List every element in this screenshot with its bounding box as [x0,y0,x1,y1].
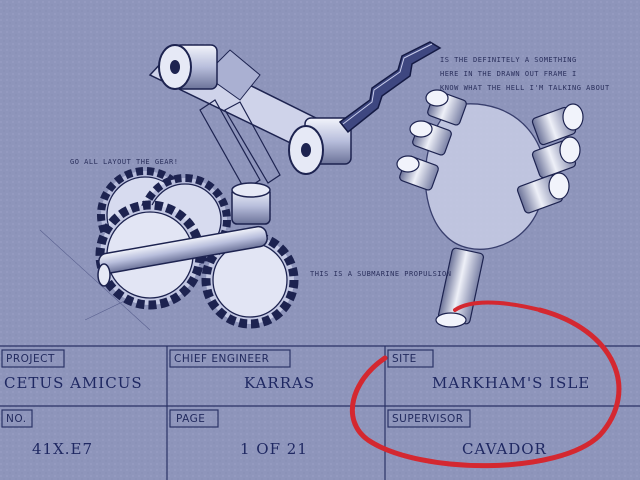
engineer-note-line-3: KNOW WHAT THE HELL I'M TALKING ABOUT [440,84,610,92]
gear-note: GO ALL LAYOUT THE GEAR! [70,158,179,166]
supervisor-value: CAVADOR [462,440,547,458]
chief-engineer-value: KARRAS [244,374,316,392]
engineer-note-line-1: IS THE DEFINITELY A SOMETHING [440,56,577,64]
supervisor-label: SUPERVISOR [392,413,464,425]
page-value: 1 OF 21 [240,440,308,458]
crankshaft-drawing [338,41,442,134]
gear-assembly-drawing [95,167,299,329]
page-label: PAGE [176,413,206,425]
project-value: CETUS AMICUS [4,374,143,392]
red-marker-circle [349,300,622,469]
number-label: NO. [6,413,27,425]
project-label: PROJECT [6,353,55,365]
engineer-note-line-2: HERE IN THE DRAWN OUT FRAME I [440,70,577,78]
title-block-grid [0,345,640,480]
mechanism-note: THIS IS A SUBMARINE PROPULSION [310,270,452,278]
piston-drawing [231,182,271,225]
site-value: MARKHAM'S ISLE [432,374,591,392]
site-label: SITE [392,353,417,365]
crank-pin-drawing [158,44,352,175]
chief-engineer-label: CHIEF ENGINEER [174,353,270,365]
number-value: 41X.E7 [32,440,94,458]
